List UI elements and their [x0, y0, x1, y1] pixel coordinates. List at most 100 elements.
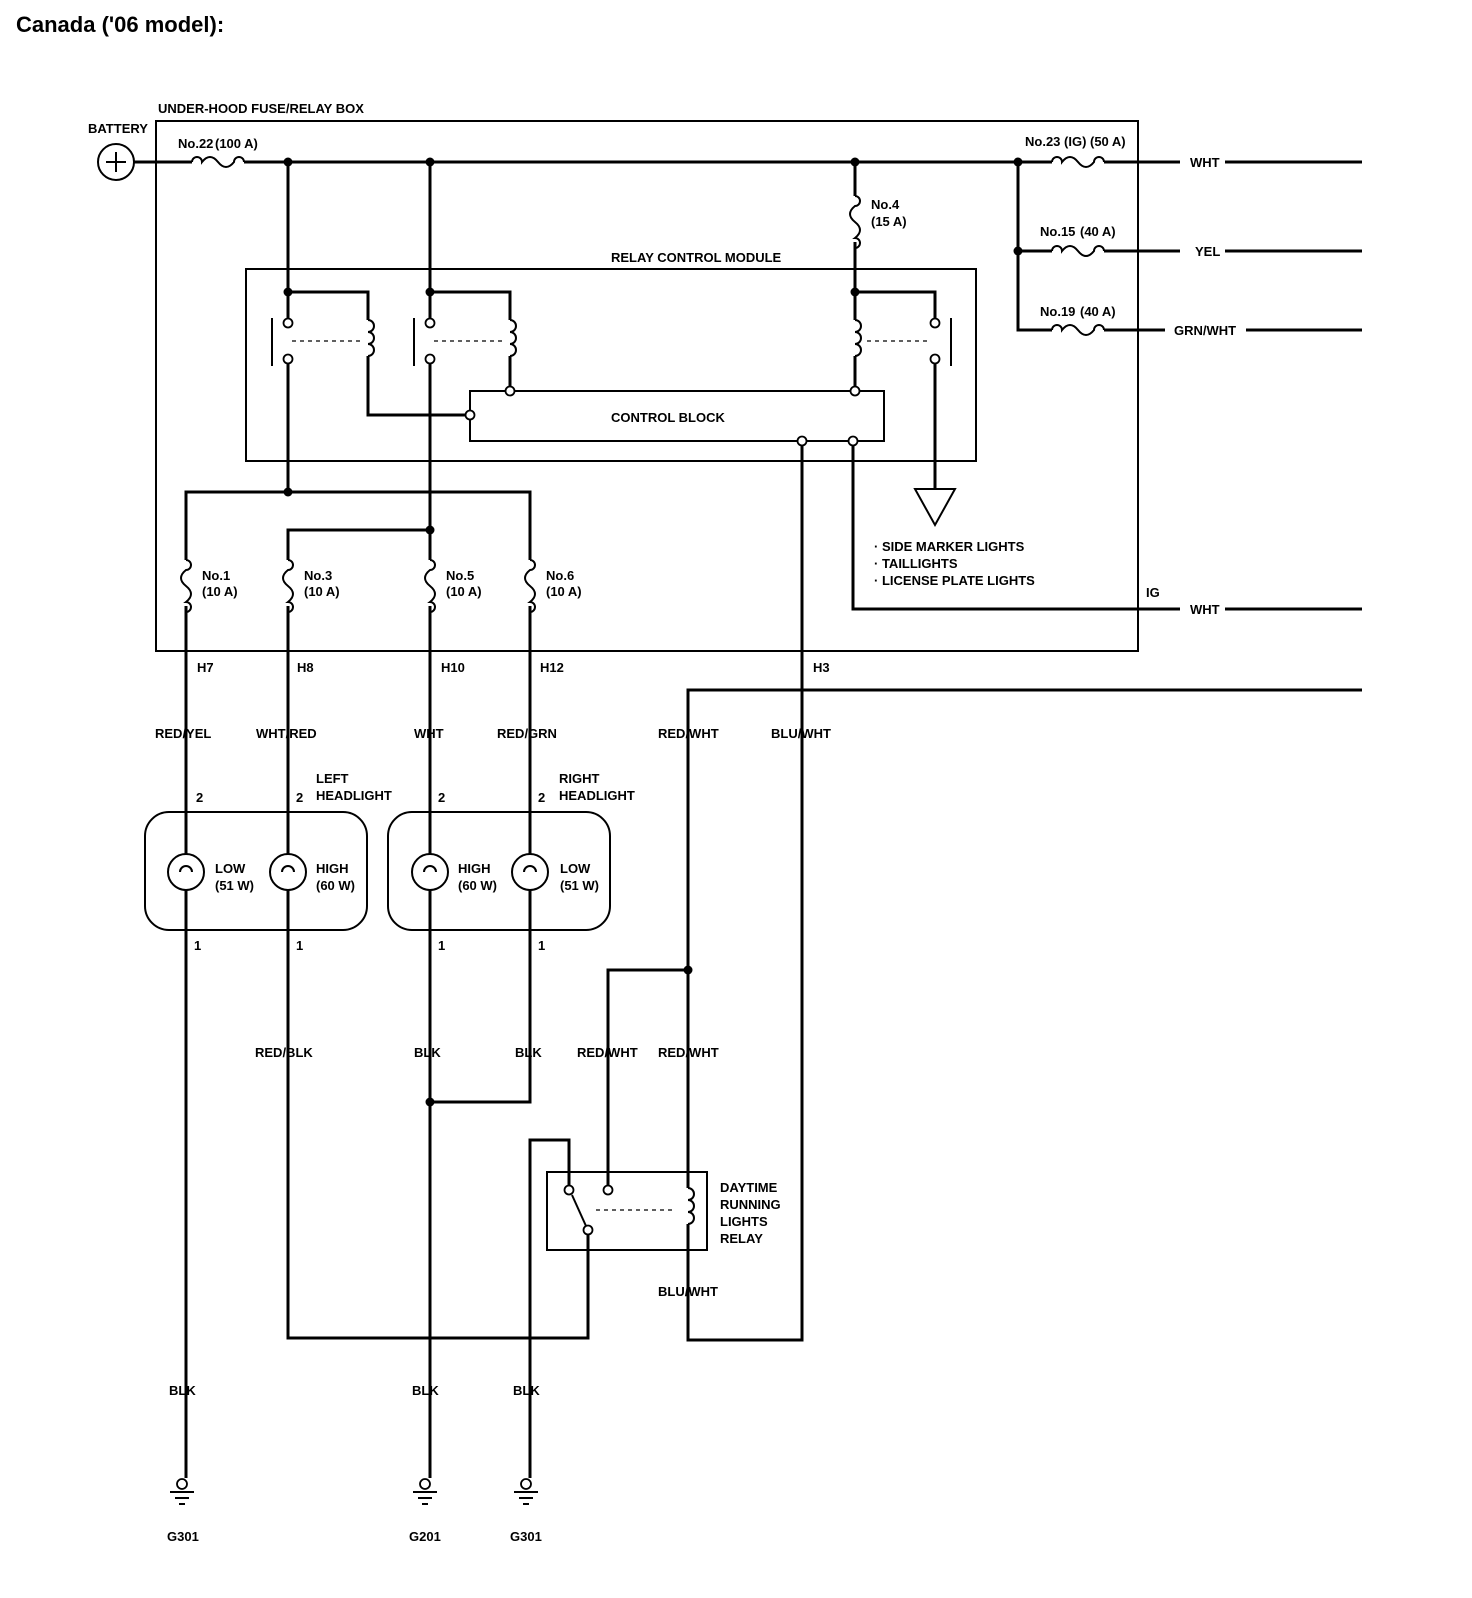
fuse-no4-name: No.4 [871, 197, 900, 212]
fuse-no23 [1051, 156, 1105, 168]
bus-upper-node [283, 487, 293, 497]
under-hood-fuse-relay-box [155, 120, 1139, 652]
fuse-no22-name: No.22 [178, 136, 213, 151]
relay1-contact-a [282, 317, 294, 329]
side-light-item-3: · LICENSE PLATE LIGHTS [874, 573, 1035, 588]
left-headlight-title-1: LEFT [316, 771, 349, 786]
drl-relay-box [546, 1171, 708, 1251]
wire-label-ground-2: BLK [412, 1383, 439, 1398]
right-high-label: HIGH [458, 861, 491, 876]
right-headlight-title-2: HEADLIGHT [559, 788, 635, 803]
fuse-no3-name: No.3 [304, 568, 332, 583]
pin-bottom-1: 1 [194, 938, 201, 953]
right-headlight-title-1: RIGHT [559, 771, 600, 786]
connector-h3: H3 [813, 660, 830, 675]
fuse-no1 [180, 559, 192, 613]
wire-label-blu-wht: BLU/WHT [771, 726, 831, 741]
fuse-no22 [191, 156, 245, 168]
fuse-no1-rating: (10 A) [202, 584, 238, 599]
fuse-box-label: UNDER-HOOD FUSE/RELAY BOX [158, 101, 364, 116]
control-block-label: CONTROL BLOCK [611, 410, 725, 425]
relay1-coil [367, 319, 375, 357]
relay3-coil [854, 319, 862, 357]
cb-term-2 [504, 385, 516, 397]
wire-label-wht-ig: WHT [1190, 602, 1220, 617]
page-title: Canada ('06 model): [16, 12, 225, 37]
right-high-bulb [411, 853, 449, 891]
drl-label-4: RELAY [720, 1231, 763, 1246]
wire-label-ground-1: BLK [169, 1383, 196, 1398]
relay1-coil-feed [288, 290, 370, 320]
right-headlight-housing [387, 811, 611, 931]
relay1-contact-b [282, 353, 294, 365]
ground-label-g201: G201 [409, 1529, 441, 1544]
drl-contact-b [602, 1184, 614, 1196]
cb-term-3 [849, 385, 861, 397]
fuse-no15 [1051, 245, 1105, 257]
fuse-no5-rating: (10 A) [446, 584, 482, 599]
wire-label-blk-1: BLK [414, 1045, 441, 1060]
relay2-contact-a [424, 317, 436, 329]
relay3-contact-a [929, 317, 941, 329]
wire-label-red-yel: RED/YEL [155, 726, 211, 741]
left-low-label: LOW [215, 861, 246, 876]
left-low-watts: (51 W) [215, 878, 254, 893]
bus-node-4 [1013, 157, 1023, 167]
drl-contact-c [582, 1224, 594, 1236]
pin-top-1: 2 [196, 790, 203, 805]
wire-label-wht: WHT [414, 726, 444, 741]
fuse-no4-rating: (15 A) [871, 214, 907, 229]
wire-label-drl-blu-wht: BLU/WHT [658, 1284, 718, 1299]
relay2-coil [509, 319, 517, 357]
fuse-no6-rating: (10 A) [546, 584, 582, 599]
right-high-watts: (60 W) [458, 878, 497, 893]
left-high-watts: (60 W) [316, 878, 355, 893]
cb-term-1 [464, 409, 476, 421]
fuse-no3-rating: (10 A) [304, 584, 340, 599]
drl-label-2: RUNNING [720, 1197, 781, 1212]
ground-g301a [170, 1478, 194, 1505]
fuse-no22-rating: (100 A) [215, 136, 258, 151]
fuse-no19 [1051, 324, 1105, 336]
relay-module-label: RELAY CONTROL MODULE [611, 250, 782, 265]
fuse-no19-name: No.19 [1040, 304, 1075, 319]
fuse-no6-name: No.6 [546, 568, 574, 583]
drl-label-3: LIGHTS [720, 1214, 768, 1229]
fuse-no5-name: No.5 [446, 568, 474, 583]
fuse-no3 [282, 559, 294, 613]
left-headlight-housing [144, 811, 368, 931]
fuse-no6 [524, 559, 536, 613]
relay3-contact-b [929, 353, 941, 365]
right-low-bulb [511, 853, 549, 891]
right-low-label: LOW [560, 861, 591, 876]
side-light-item-1: · SIDE MARKER LIGHTS [874, 539, 1025, 554]
wire-label-ground-3: BLK [513, 1383, 540, 1398]
fuse-no23-rating: (50 A) [1090, 134, 1126, 149]
fuse-no1-name: No.1 [202, 568, 230, 583]
pin-bottom-3: 1 [438, 938, 445, 953]
fuse-no5 [424, 559, 436, 613]
connector-h12: H12 [540, 660, 564, 675]
fuse-no23-name: No.23 (IG) [1025, 134, 1086, 149]
pin-bottom-2: 1 [296, 938, 303, 953]
ground-label-g301b: G301 [510, 1529, 542, 1544]
bus-node-5 [1013, 246, 1023, 256]
pin-top-2: 2 [296, 790, 303, 805]
ground-g301b [514, 1478, 538, 1505]
wire-label-wht-red: WHT/RED [256, 726, 317, 741]
wire-label-blk-2: BLK [515, 1045, 542, 1060]
pin-bottom-4: 1 [538, 938, 545, 953]
wire-red-blk [286, 890, 590, 1340]
relay1-coil-return [366, 356, 470, 417]
wire-label-red-wht-2: RED/WHT [658, 1045, 719, 1060]
drl-coil [687, 1187, 695, 1225]
side-light-item-2: · TAILLIGHTS [874, 556, 958, 571]
battery-symbol [97, 143, 135, 181]
connector-h10: H10 [441, 660, 465, 675]
pin-top-4: 2 [538, 790, 545, 805]
fuse-no15-name: No.15 [1040, 224, 1075, 239]
drl-contact-a [563, 1184, 575, 1196]
cb-term-4 [796, 435, 808, 447]
left-high-bulb [269, 853, 307, 891]
